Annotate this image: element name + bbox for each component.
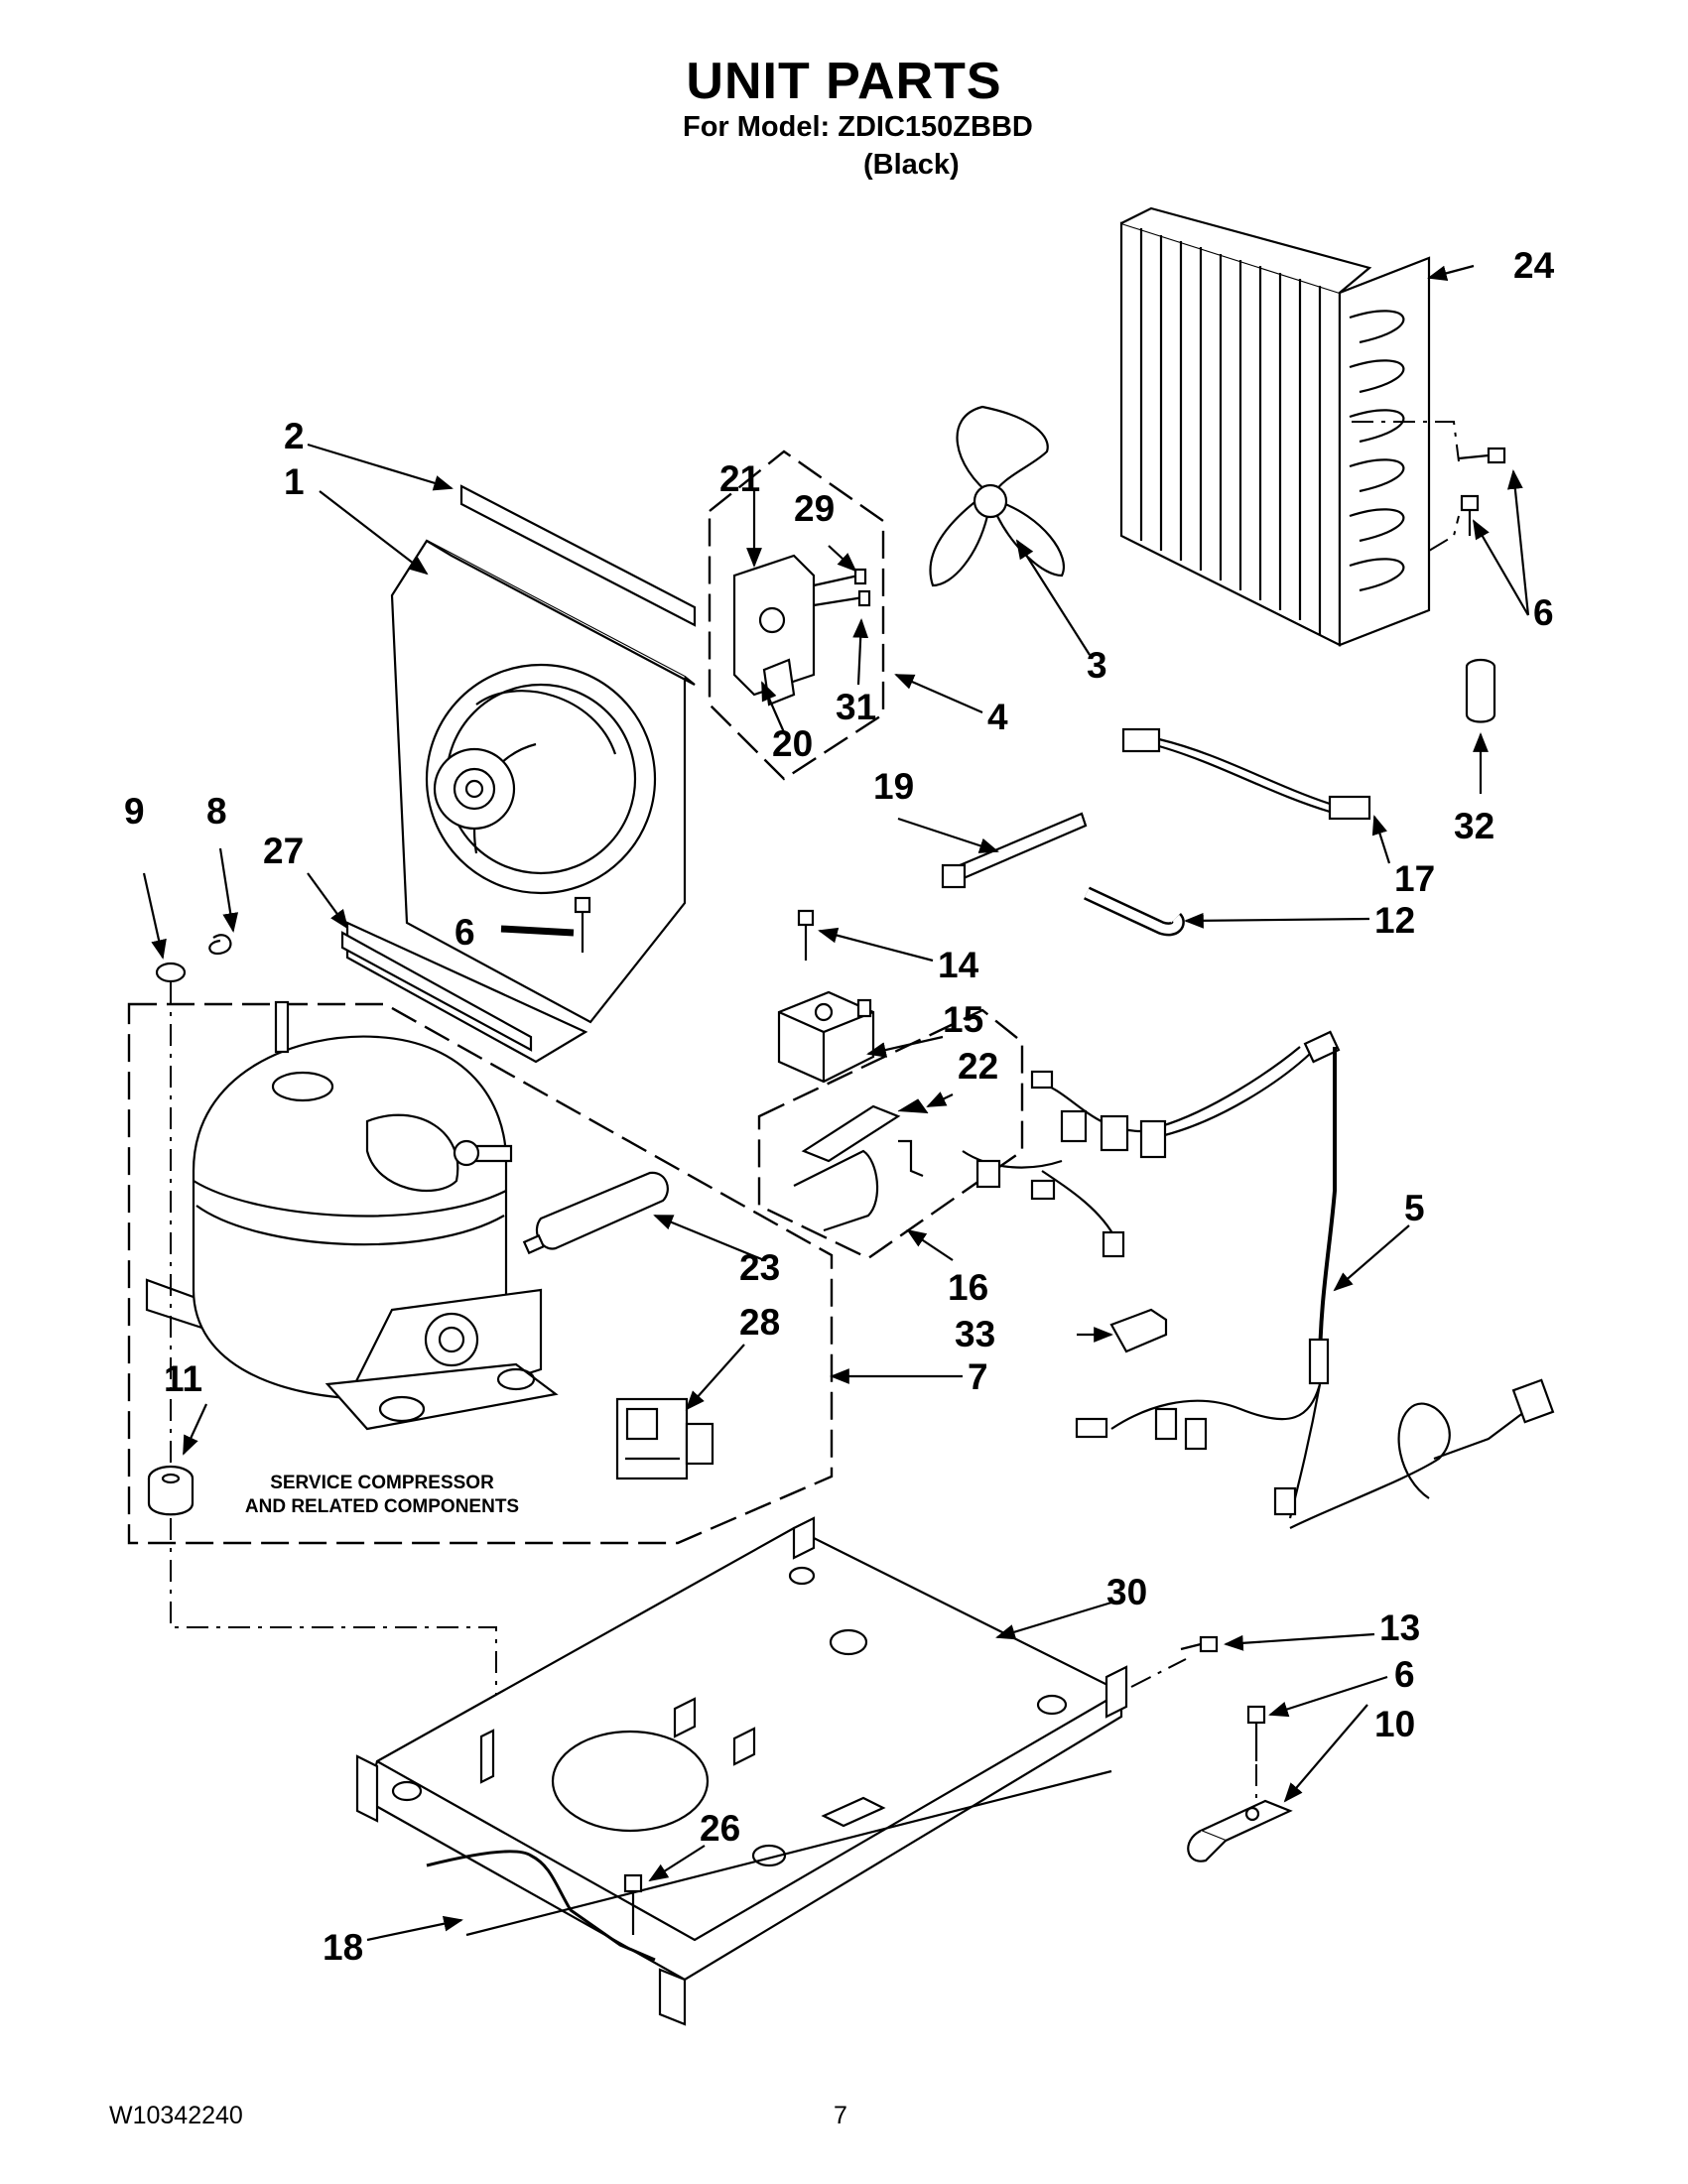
- callout-6-clamp: 6: [1394, 1654, 1415, 1695]
- callout-11: 11: [164, 1358, 202, 1399]
- wire-bracket-drawing: [793, 1098, 929, 1232]
- callout-6-shroud: 6: [454, 912, 475, 953]
- callout-17: 17: [1394, 858, 1435, 899]
- callout-16: 16: [948, 1267, 988, 1308]
- clip-33-drawing: [1109, 1308, 1168, 1353]
- service-note-line1: SERVICE COMPRESSOR: [270, 1473, 494, 1493]
- callout-2: 2: [284, 416, 305, 456]
- leader-lines: [142, 264, 1530, 1942]
- shroud-screw-drawing: [500, 896, 591, 953]
- fan-motor-group-outline: [708, 450, 885, 781]
- base-plate-drawing: [355, 1516, 1128, 2026]
- bracket-group-outline: [757, 1008, 1024, 1260]
- solenoid-block-drawing: [777, 990, 875, 1084]
- callout-19: 19: [873, 766, 914, 807]
- fan-motor-drawing: [732, 554, 871, 707]
- callout-21: 21: [719, 458, 760, 499]
- callout-12: 12: [1374, 900, 1415, 941]
- condenser-drawing: [1119, 206, 1460, 647]
- color-variant: (Black): [863, 149, 960, 181]
- fan-blade-drawing: [929, 405, 1065, 587]
- callout-29: 29: [794, 488, 835, 529]
- model-subtitle: For Model: ZDIC150ZBBD: [683, 111, 1033, 143]
- service-note-line2: AND RELATED COMPONENTS: [245, 1496, 519, 1517]
- callout-15: 15: [943, 999, 983, 1040]
- callout-8: 8: [206, 791, 227, 832]
- page-title: UNIT PARTS: [686, 53, 1002, 110]
- page-number: 7: [834, 2102, 847, 2129]
- callout-18: 18: [323, 1927, 363, 1968]
- callout-numbers: 2 1 3 4 5 6 6 6 7 8 9 10 11 12 13 14 15 …: [124, 245, 1555, 1968]
- callout-27: 27: [263, 831, 304, 871]
- clamp-10-drawing: [1187, 1799, 1293, 1863]
- callout-23: 23: [739, 1247, 780, 1288]
- compressor-group-outline: [127, 1002, 834, 1545]
- document-number: W10342240: [109, 2102, 243, 2129]
- callout-22: 22: [958, 1046, 998, 1087]
- condenser-screws-drawing: [1458, 447, 1506, 536]
- callout-30: 30: [1106, 1572, 1147, 1612]
- clip-drawing: [208, 934, 232, 956]
- filter-drier-drawing: [522, 1171, 669, 1255]
- callout-26: 26: [700, 1808, 740, 1849]
- base-tube-line: [465, 1769, 1112, 1937]
- callout-20: 20: [772, 723, 813, 764]
- callout-7: 7: [968, 1356, 988, 1397]
- callout-5: 5: [1404, 1188, 1425, 1228]
- washer-drawing: [155, 962, 187, 983]
- gasket-strip-drawing: [459, 484, 697, 627]
- callout-6-condenser: 6: [1533, 592, 1554, 633]
- callout-32: 32: [1454, 806, 1494, 846]
- callout-31: 31: [836, 687, 876, 727]
- assembly-line-base: [170, 1518, 497, 1736]
- main-wire-harness-drawing: [962, 1030, 1555, 1529]
- callout-33: 33: [955, 1314, 995, 1354]
- callout-28: 28: [739, 1302, 780, 1343]
- callout-1: 1: [284, 461, 305, 502]
- capacitor-drawing: [1465, 658, 1496, 723]
- wire-harness-short-drawing: [1121, 727, 1371, 821]
- assembly-line-bolt: [1130, 1658, 1187, 1688]
- cable-tie-drawing: [941, 812, 1088, 889]
- callout-4: 4: [987, 697, 1008, 737]
- start-relay-drawing: [615, 1397, 714, 1480]
- bolt-13-drawing: [1180, 1635, 1219, 1653]
- callout-10: 10: [1374, 1704, 1415, 1744]
- callout-24: 24: [1513, 245, 1555, 286]
- callout-14: 14: [938, 945, 979, 985]
- bracket-screw-drawing: [797, 909, 815, 961]
- callout-13: 13: [1379, 1607, 1420, 1648]
- compressor-drawing: [145, 1000, 559, 1431]
- grommet-drawing: [147, 1465, 195, 1516]
- drain-tube-drawing: [426, 1850, 656, 1962]
- clamp-screw-drawing: [1246, 1705, 1266, 1761]
- base-screw-drawing: [623, 1873, 643, 1935]
- fan-shroud-drawing: [340, 539, 696, 1064]
- callout-9: 9: [124, 791, 145, 832]
- callout-3: 3: [1087, 645, 1107, 686]
